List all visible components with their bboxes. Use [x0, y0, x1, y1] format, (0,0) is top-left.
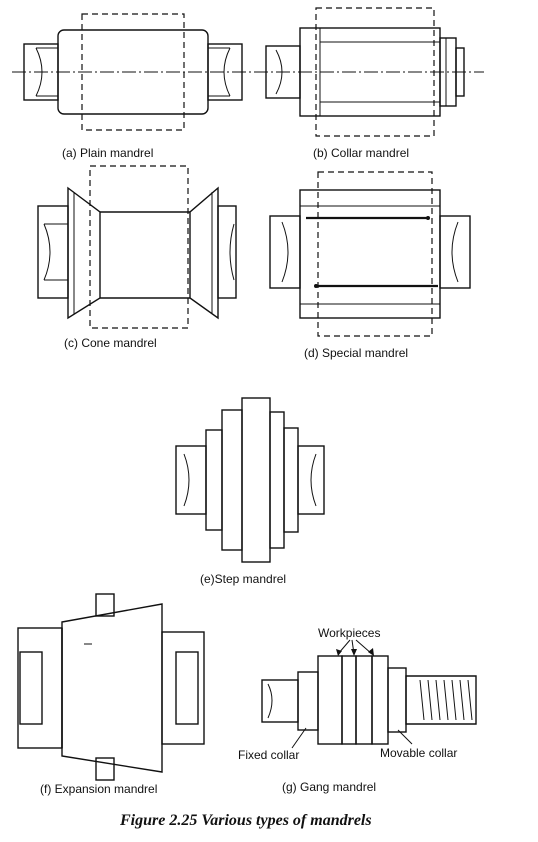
special-mandrel-drawing	[269, 171, 471, 337]
collar-mandrel-drawing	[254, 7, 484, 137]
cone-mandrel-drawing	[37, 165, 237, 329]
collar-mandrel-label: (b) Collar mandrel	[313, 146, 410, 160]
expansion-mandrel-label: (f) Expansion mandrel	[40, 782, 158, 796]
step-mandrel-label: (e)Step mandrel	[200, 572, 287, 586]
gang-mandrel-drawing	[261, 639, 477, 749]
gang-mandrel-label: (g) Gang mandrel	[282, 780, 377, 794]
workpieces-annotation: Workpieces	[318, 626, 381, 640]
expansion-mandrel-drawing	[17, 593, 205, 781]
plain-mandrel-label: (a) Plain mandrel	[62, 146, 154, 160]
fixed-collar-annotation: Fixed collar	[238, 748, 300, 762]
movable-collar-annotation: Movable collar	[380, 746, 458, 760]
figure-caption: Figure 2.25 Various types of mandrels	[120, 812, 372, 829]
cone-mandrel-label: (c) Cone mandrel	[64, 336, 157, 350]
step-mandrel-drawing	[175, 397, 325, 563]
plain-mandrel-drawing	[12, 13, 254, 131]
special-mandrel-label: (d) Special mandrel	[304, 346, 409, 360]
